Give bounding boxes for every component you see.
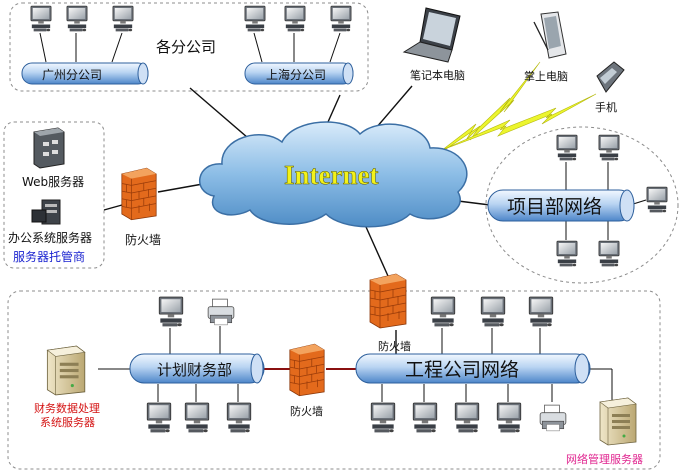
desktop-computer-icon xyxy=(244,5,266,32)
pda: 掌上电脑 xyxy=(524,11,568,83)
desktop-computer-icon xyxy=(598,134,620,161)
office-server: 办公系统服务器 xyxy=(8,199,92,245)
shanghai-label: 上海分公司 xyxy=(266,67,326,82)
desktop-computer-icon xyxy=(598,240,620,267)
firewall-bottom-label: 防火墙 xyxy=(290,404,323,418)
firewall-icon xyxy=(369,273,407,329)
finance-server: 财务数据处理 系统服务器 xyxy=(34,345,104,429)
pda-icon xyxy=(533,11,567,59)
finance-top-devices xyxy=(158,296,235,327)
desktop-computer-icon xyxy=(454,402,480,433)
finance-department-pipe: 计划财务部 xyxy=(129,353,265,384)
mgmt-server-label: 网络管理服务器 xyxy=(566,452,643,466)
branch-title: 各分公司 xyxy=(156,38,216,56)
laptop-label: 笔记本电脑 xyxy=(410,68,465,82)
server-icon xyxy=(46,345,86,396)
firewall-icon xyxy=(121,167,157,221)
link-hosting-firewall xyxy=(103,204,123,211)
desktop-computer-icon xyxy=(412,402,438,433)
desktop-computer-icon xyxy=(370,402,396,433)
branch-offices-group xyxy=(9,2,369,92)
desktop-computer-icon xyxy=(330,5,352,32)
finance-bottom-pcs xyxy=(146,402,252,433)
desktop-computer-icon xyxy=(158,296,184,327)
desktop-computer-icon xyxy=(496,402,522,433)
finance-server-label: 财务数据处理 系统服务器 xyxy=(34,401,104,429)
desktop-computer-icon xyxy=(556,134,578,161)
engineering-network-pipe: 工程公司网络 xyxy=(355,353,591,384)
firewall-left-label: 防火墙 xyxy=(125,232,161,247)
laptop-icon xyxy=(402,7,461,63)
desktop-computer-icon xyxy=(30,5,52,32)
firewall-icon xyxy=(289,343,325,397)
pda-label: 掌上电脑 xyxy=(524,69,568,83)
desktop-computer-icon xyxy=(284,5,306,32)
printer-icon xyxy=(207,298,235,326)
hosting-provider-group xyxy=(3,121,105,269)
hq-group xyxy=(7,290,661,470)
phone-label: 手机 xyxy=(595,100,617,114)
desktop-computer-icon xyxy=(226,402,252,433)
cloud-icon xyxy=(198,121,468,228)
eng-network-label: 工程公司网络 xyxy=(405,359,519,381)
web-server-label: Web服务器 xyxy=(22,174,84,189)
firewall-center-label: 防火墙 xyxy=(378,339,411,353)
desktop-computer-icon xyxy=(184,402,210,433)
project-label: 项目部网络 xyxy=(507,196,602,218)
desktop-computer-icon xyxy=(646,186,668,213)
finance-dept-label: 计划财务部 xyxy=(157,361,232,379)
eng-device-links xyxy=(381,328,613,402)
server-icon xyxy=(599,397,637,446)
desktop-computer-icon xyxy=(66,5,88,32)
internet-cloud: Internet xyxy=(198,121,468,228)
mgmt-server: 网络管理服务器 xyxy=(566,397,643,466)
finance-server-label-line1: 财务数据处理 xyxy=(34,401,100,415)
guangzhou-branch-pipe: 广州分公司 xyxy=(21,62,149,85)
finance-device-links xyxy=(98,326,239,402)
internet-label: Internet xyxy=(284,160,378,190)
hosting-provider-label: 服务器托管商 xyxy=(13,249,85,264)
desktop-computer-icon xyxy=(146,402,172,433)
guangzhou-label: 广州分公司 xyxy=(42,68,102,82)
branch-pc-links xyxy=(39,32,341,63)
link-internet-firewall-center xyxy=(361,217,389,277)
web-server: Web服务器 xyxy=(22,127,84,189)
project-network-pipe: 项目部网络 xyxy=(487,189,635,222)
shanghai-branch-pipe: 上海分公司 xyxy=(244,62,354,85)
printer-icon xyxy=(539,404,567,432)
desktop-computer-icon xyxy=(480,296,506,327)
desktop-computer-icon xyxy=(112,5,134,32)
mobile-phone-icon xyxy=(596,61,625,93)
project-network-group xyxy=(485,126,679,284)
branch-pcs xyxy=(30,5,352,32)
mobile-phone: 手机 xyxy=(595,61,625,114)
desktop-computer-icon xyxy=(556,240,578,267)
finance-server-label-line2: 系统服务器 xyxy=(40,416,95,429)
desktop-computer-icon xyxy=(528,296,554,327)
office-server-label: 办公系统服务器 xyxy=(8,230,92,245)
eng-bottom-devices xyxy=(370,402,567,433)
server-icon xyxy=(33,127,65,169)
eng-top-pcs xyxy=(430,296,554,327)
laptop: 笔记本电脑 xyxy=(402,7,465,82)
server-icon xyxy=(31,199,61,225)
project-pc-links xyxy=(565,162,647,240)
desktop-computer-icon xyxy=(430,296,456,327)
